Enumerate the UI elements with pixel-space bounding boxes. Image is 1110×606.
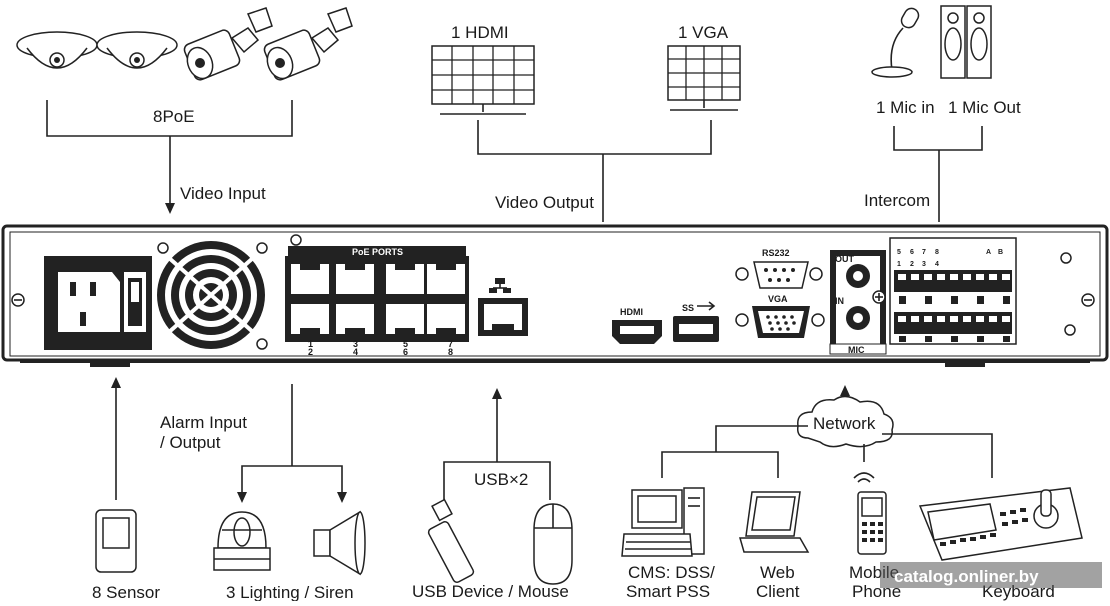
port-number: 5 [403, 339, 408, 349]
watermark-text: catalog.onliner.by [894, 567, 1039, 586]
hdmi-monitor-label: 1 HDMI [451, 23, 509, 42]
alarm-terminal-number: 8 [935, 249, 939, 256]
power-socket-icon [44, 256, 152, 350]
port-number: 4 [353, 347, 358, 357]
cms-label-line1: CMS: DSS/ [628, 563, 715, 582]
usb-flash-drive-icon [427, 498, 475, 583]
web-client-label-line2: Client [756, 582, 800, 601]
bullet-camera-icon [183, 7, 273, 81]
network-cloud-icon [796, 395, 894, 448]
usb-port-icon: SS [673, 301, 719, 342]
alarm-terminal-number: B [998, 249, 1003, 256]
vga-monitor-icon [667, 45, 741, 111]
alarm-terminal-block: 5 6 7 8 A B 1 2 3 4 [889, 237, 1076, 345]
intercom-label: Intercom [864, 191, 930, 210]
rs232-label: RS232 [762, 248, 790, 258]
alarm-terminal-number: 6 [910, 249, 914, 256]
alarm-terminal-number: 4 [935, 261, 939, 268]
warning-light-icon [213, 511, 271, 571]
alarm-terminal-number: 5 [897, 249, 901, 256]
mic-out-jack-label: OUT [835, 254, 855, 264]
port-number: 6 [403, 347, 408, 357]
usb-x2-label: USB×2 [474, 470, 528, 489]
web-client-label-line1: Web [760, 563, 795, 582]
alarm-terminal-number: 7 [922, 249, 926, 256]
fan-vent-icon [155, 238, 268, 352]
poe-label: 8PoE [153, 107, 195, 126]
sensor-icon [95, 509, 137, 573]
lan-port-icon [478, 278, 528, 336]
alarm-terminal-number: 3 [922, 261, 926, 268]
usb-device-mouse-label: USB Device / Mouse [412, 582, 569, 601]
poe-ports-block: PoE PORTS 1 2 3 4 5 6 7 8 [285, 234, 469, 357]
alarm-terminal-number: 2 [910, 261, 914, 268]
mic-block-label: MIC [848, 345, 865, 355]
siren-icon [313, 510, 366, 576]
port-number: 8 [448, 347, 453, 357]
video-output-label: Video Output [495, 193, 594, 212]
vga-port-label: VGA [768, 294, 788, 304]
microphone-icon [871, 7, 920, 78]
alarm-io-label-line2: / Output [160, 433, 221, 452]
vga-monitor-label: 1 VGA [678, 23, 729, 42]
vga-port-icon: VGA [735, 294, 825, 338]
mouse-icon [533, 503, 573, 585]
dome-camera-icon [16, 31, 98, 69]
port-number: 1 [308, 339, 313, 349]
port-number: 7 [448, 339, 453, 349]
sensor-label: 8 Sensor [92, 583, 160, 601]
usb-logo-text: SS [682, 303, 694, 313]
poe-ports-label: PoE PORTS [352, 247, 403, 257]
video-input-label: Video Input [180, 184, 266, 203]
port-number: 3 [353, 339, 358, 349]
hdmi-port-icon: HDMI [612, 307, 662, 344]
alarm-terminal-number: A [986, 249, 991, 256]
control-keyboard-icon [918, 487, 1083, 561]
cms-label-line2: Smart PSS [626, 582, 710, 601]
mic-in-label: 1 Mic in [876, 98, 935, 117]
speaker-icon [940, 5, 992, 79]
lighting-siren-label: 3 Lighting / Siren [226, 583, 354, 601]
cms-computer-icon [621, 487, 705, 557]
laptop-icon [739, 491, 810, 553]
alarm-terminal-number: 1 [897, 261, 901, 268]
network-label: Network [813, 414, 876, 433]
bullet-camera-icon [263, 7, 353, 81]
port-number: 2 [308, 347, 313, 357]
mic-in-jack-label: IN [835, 296, 844, 306]
alarm-io-label-line1: Alarm Input [160, 413, 247, 432]
mobile-phone-icon [853, 472, 887, 555]
mic-jacks-block: OUT IN MIC [829, 250, 887, 355]
dome-camera-icon [96, 31, 178, 69]
rs232-port-icon: RS232 [735, 248, 823, 289]
mic-out-label: 1 Mic Out [948, 98, 1021, 117]
hdmi-logo-text: HDMI [620, 307, 643, 317]
hdmi-monitor-icon [431, 45, 535, 115]
